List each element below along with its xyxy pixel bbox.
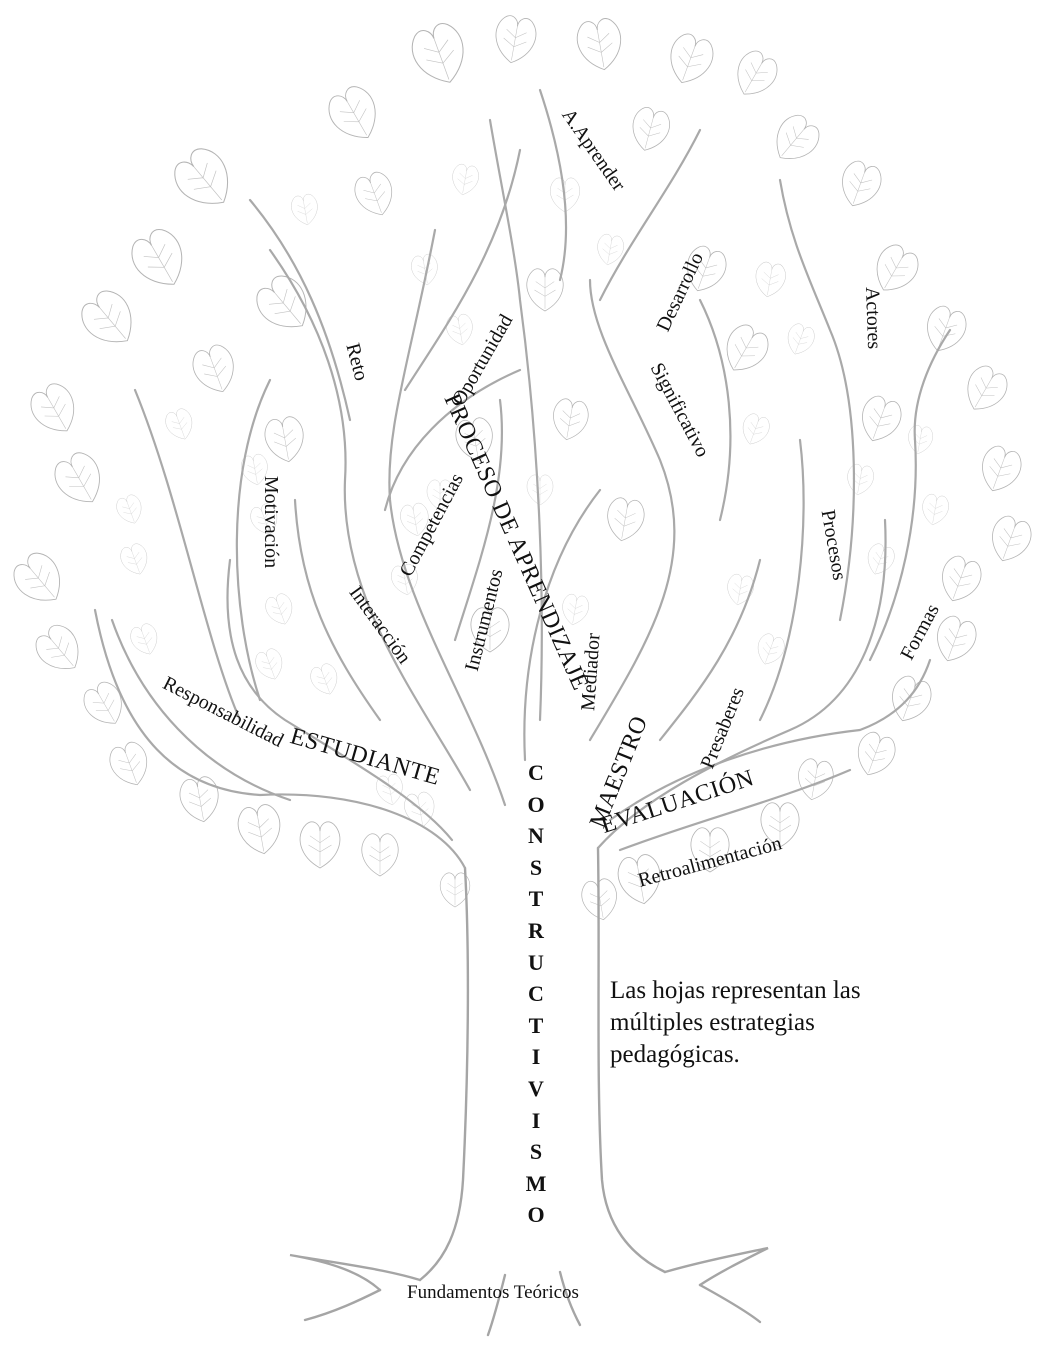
leaf-icon: [975, 443, 1026, 498]
trunk-letter: I: [522, 1046, 550, 1078]
trunk-letter: T: [522, 888, 550, 920]
leaf-icon: [491, 14, 538, 66]
root-4: [700, 1285, 760, 1322]
root-label: Fundamentos Teóricos: [407, 1282, 579, 1304]
leaf-icon: [863, 541, 898, 578]
leaf-icon: [738, 411, 773, 448]
root-3: [665, 1248, 768, 1285]
label-actores: Actores: [862, 287, 884, 350]
leaf-icon: [574, 16, 625, 73]
leaf-icon: [118, 541, 153, 578]
leaf-icon: [603, 496, 646, 544]
leaf-icon: [262, 415, 307, 465]
leaf-icon: [167, 141, 243, 218]
leaf-icon: [163, 406, 198, 443]
branch-upper-right: [700, 300, 730, 520]
leaf-icon: [125, 223, 195, 296]
leaf-icon: [300, 822, 340, 868]
label-motivacion: Motivación: [261, 476, 281, 568]
trunk-left-edge: [420, 868, 468, 1280]
trunk-letter: O: [522, 794, 550, 826]
trunk-letter: C: [522, 762, 550, 794]
leaf-icon: [235, 803, 284, 858]
leaf-icon: [627, 105, 673, 155]
leaf-icon: [79, 678, 132, 733]
legend-note: Las hojas representan las múltiples estr…: [610, 975, 930, 1071]
trunk-letter: T: [522, 1015, 550, 1047]
leaf-icon: [906, 424, 935, 456]
trunk-letter: O: [522, 1204, 550, 1236]
trunk-letter: U: [522, 952, 550, 984]
leaf-icon: [662, 30, 718, 90]
trunk-letter: S: [522, 1141, 550, 1173]
leaf-icon: [549, 397, 590, 443]
leaf-icon: [406, 19, 473, 91]
leaf-icon: [188, 341, 241, 398]
trunk-letter: R: [522, 920, 550, 952]
leaf-icon: [128, 621, 163, 658]
leaf-icon: [527, 475, 553, 505]
leaf-icon: [957, 361, 1012, 418]
leaf-icon: [362, 834, 398, 876]
leaf-icon: [753, 261, 788, 300]
root-2: [305, 1290, 380, 1320]
leaf-icon: [450, 163, 481, 197]
leaf-icon: [308, 661, 343, 698]
label-mediador: Mediador: [578, 633, 603, 712]
leaf-icon: [75, 284, 146, 356]
branch-motivacion-a: [135, 390, 240, 720]
trunk-letter: N: [522, 825, 550, 857]
leaf-icon: [263, 591, 298, 628]
leaf-icon: [253, 646, 288, 683]
leaf-icon: [835, 158, 886, 213]
leaf-icon: [920, 493, 951, 527]
leaf-icon: [845, 463, 876, 497]
leaf-icon: [920, 303, 971, 358]
trunk-letter: C: [522, 983, 550, 1015]
leaf-icon: [250, 269, 321, 341]
leaf-icon: [30, 619, 90, 680]
leaf-icon: [579, 877, 620, 923]
leaf-icon: [727, 46, 782, 103]
leaf-icon: [351, 169, 400, 221]
trunk-letter: V: [522, 1078, 550, 1110]
root-1: [290, 1255, 420, 1290]
leaf-icon: [445, 313, 476, 347]
trunk-letter: S: [522, 857, 550, 889]
leaf-icon: [851, 729, 900, 781]
leaf-icon: [794, 757, 835, 803]
leaf-icon: [935, 553, 986, 608]
leaf-icon: [49, 447, 112, 512]
branch-procesos: [760, 440, 804, 720]
leaf-icon: [7, 547, 72, 613]
trunk-letter: I: [522, 1110, 550, 1142]
leaf-icon: [885, 673, 936, 728]
leaf-icon: [114, 493, 146, 528]
leaf-icon: [527, 269, 563, 311]
leaf-icon: [985, 513, 1036, 568]
leaf-icon: [322, 81, 387, 149]
leaf-icon: [783, 321, 818, 358]
leaf-icon: [25, 379, 85, 442]
leaf-icon: [855, 393, 906, 448]
leaf-icon: [106, 739, 155, 791]
trunk-letter: M: [522, 1173, 550, 1205]
leaf-icon: [177, 775, 222, 825]
leaf-icon: [765, 109, 825, 170]
leaf-icon: [290, 193, 321, 227]
